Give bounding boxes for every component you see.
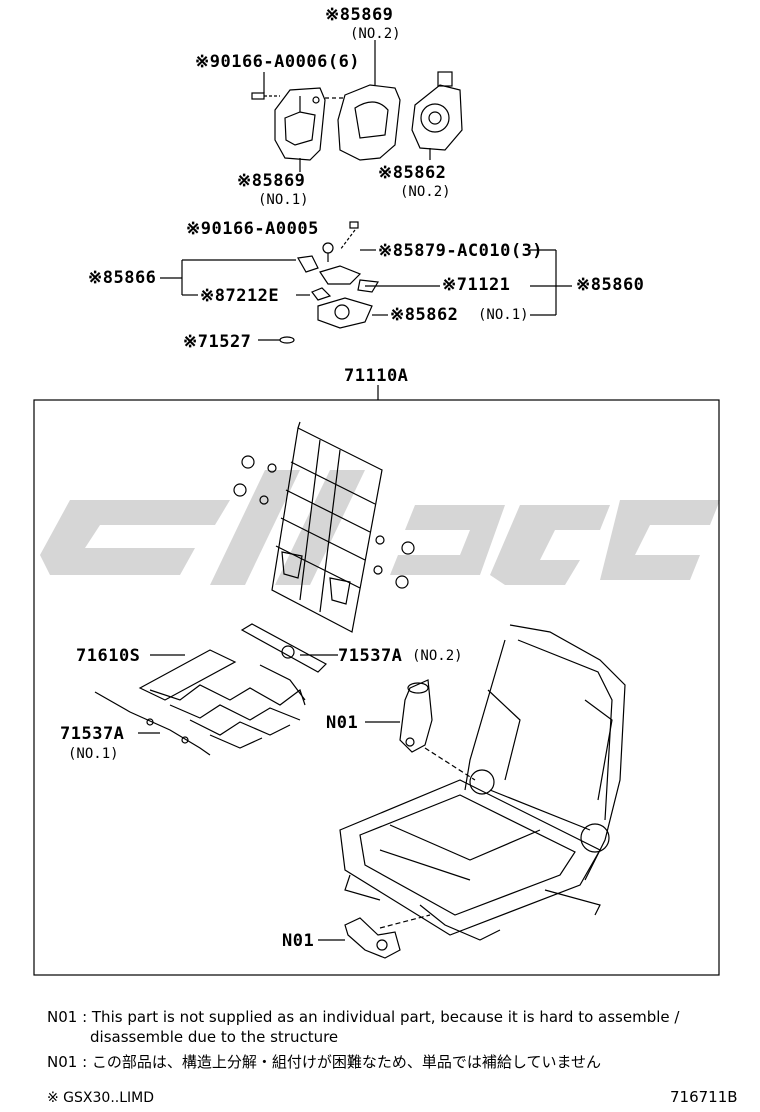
label-71537a-no2: 71537A: [338, 646, 403, 666]
label-85869-no1: ※85869: [237, 171, 306, 191]
label-85869-no2-sub: (NO.2): [350, 26, 401, 42]
watermark-logo: [40, 470, 720, 585]
label-71537a-no1: 71537A: [60, 724, 125, 744]
assembly-71110a-frame: [33, 399, 720, 976]
label-85862-no2: ※85862: [378, 163, 447, 183]
seat-bracket-no2-icon: [325, 40, 401, 161]
seatback-spring-mat-icon: [271, 421, 383, 633]
seat-motor-n01-upper-icon: [365, 679, 476, 781]
note-n01-japanese: N01 : この部品は、構造上分解・組付けが困難なため、単品では補給していません: [47, 1053, 602, 1071]
label-71527: ※71527: [183, 332, 252, 352]
label-n01-upper: N01: [326, 713, 359, 733]
recliner-mechanism-icon: [297, 221, 379, 329]
note-n01-english-line2: disassemble due to the structure: [90, 1028, 339, 1046]
label-85866: ※85866: [88, 268, 157, 288]
label-71121: ※71121: [442, 275, 511, 295]
label-85862-no1-sub: (NO.1): [478, 307, 529, 323]
label-85869-no1-sub: (NO.1): [258, 192, 309, 208]
bolt-icon: [251, 72, 280, 100]
seat-wire-no1-icon: [94, 691, 211, 756]
label-90166-a0005: ※90166-A0005: [186, 219, 319, 239]
label-87212e: ※87212E: [200, 286, 280, 306]
seat-motor-n01-lower-icon: [318, 914, 431, 959]
seat-bracket-no1-icon: [274, 87, 326, 172]
seat-motor-no2-icon: [411, 71, 463, 160]
seat-wire-no2-icon: [240, 623, 338, 673]
seat-spring-71610s-icon: [138, 649, 306, 749]
label-85869-no2: ※85869: [325, 5, 394, 25]
seat-frame-icon: [339, 624, 626, 941]
label-71610s: 71610S: [76, 646, 141, 666]
label-85879-ac010: ※85879-AC010(3): [378, 241, 544, 261]
label-85860: ※85860: [576, 275, 645, 295]
label-90166-a0006: ※90166-A0006(6): [195, 52, 361, 72]
diagram-id: 716711B: [670, 1088, 738, 1106]
note-n01-english-line1: N01 : This part is not supplied as an in…: [47, 1008, 680, 1026]
label-85862-no1: ※85862: [390, 305, 459, 325]
label-71110a: 71110A: [344, 366, 409, 386]
label-71537a-no2-sub: (NO.2): [412, 648, 463, 664]
seatback-clips-icon: [233, 455, 415, 589]
note-model-code: ※ GSX30..LIMD: [47, 1090, 155, 1106]
label-n01-lower: N01: [282, 931, 315, 951]
label-85862-no2-sub: (NO.2): [400, 184, 451, 200]
label-71537a-no1-sub: (NO.1): [68, 746, 119, 762]
washer-71527-icon: [279, 336, 295, 344]
